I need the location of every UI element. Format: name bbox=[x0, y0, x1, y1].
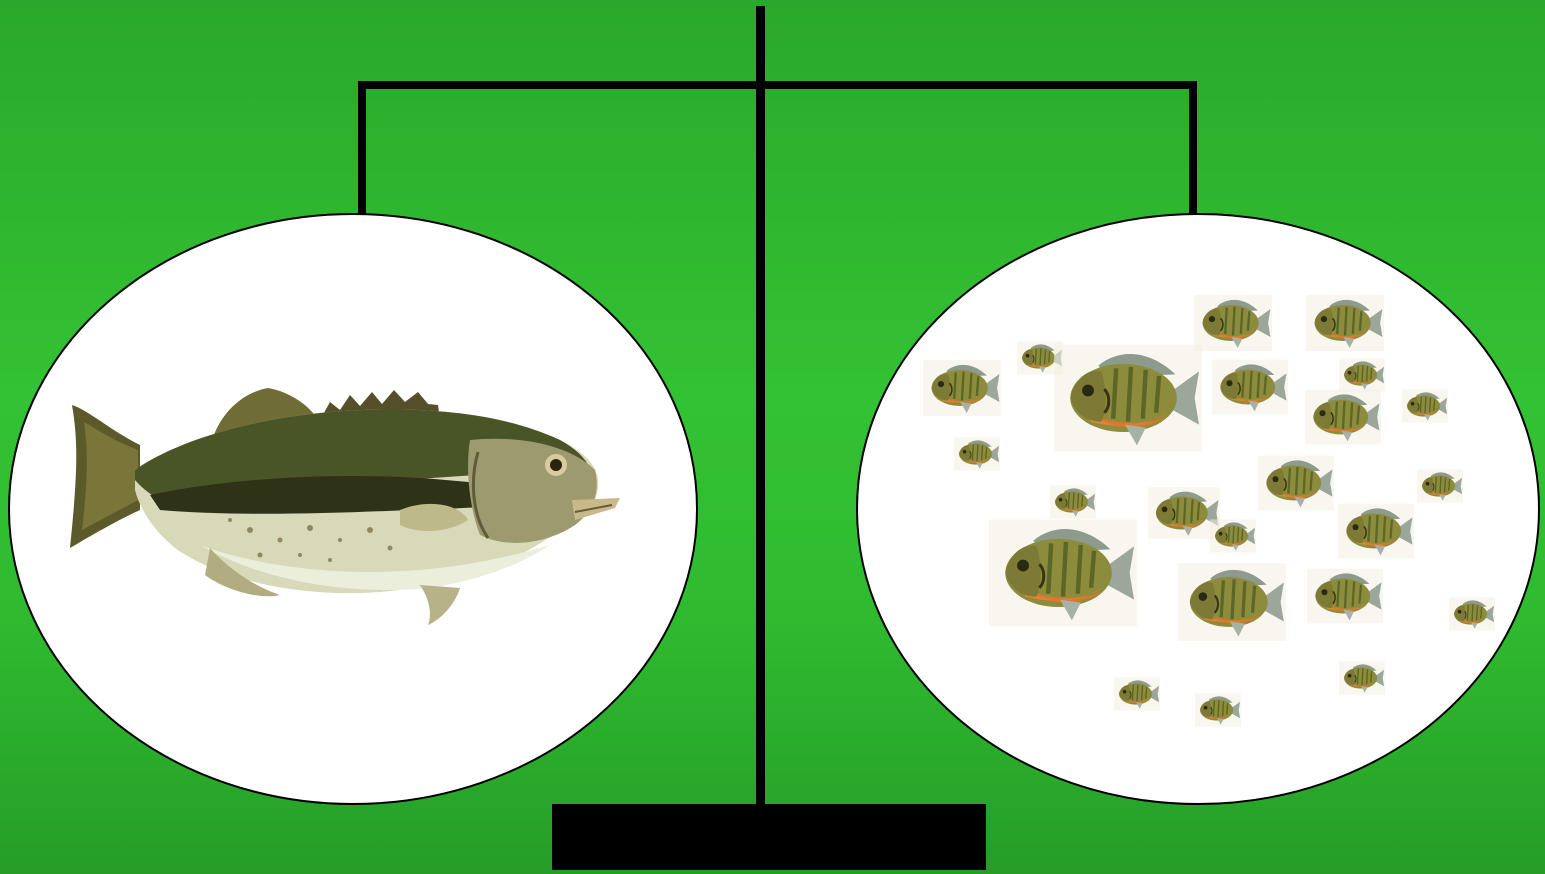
right-hanger bbox=[1189, 81, 1197, 216]
bluegill-fish bbox=[1194, 295, 1272, 351]
scale-base bbox=[552, 804, 986, 870]
bluegill-fish bbox=[954, 437, 1000, 470]
bluegill-fish bbox=[1402, 389, 1448, 422]
left-hanger bbox=[358, 81, 366, 216]
bluegill-fish bbox=[1307, 569, 1383, 624]
scale-center-post bbox=[756, 6, 765, 806]
bluegill-fish bbox=[1306, 295, 1384, 351]
bluegill-fish bbox=[989, 520, 1137, 627]
bluegill-fish bbox=[1338, 504, 1414, 559]
bluegill-fish bbox=[1339, 661, 1385, 694]
bluegill-fish bbox=[1210, 519, 1256, 552]
bluegill-fish bbox=[1054, 345, 1202, 452]
bluegill-fish bbox=[1114, 677, 1160, 710]
bluegill-fish bbox=[1449, 597, 1495, 630]
bluegill-fish bbox=[1050, 485, 1096, 518]
bluegill-fish bbox=[1178, 563, 1286, 641]
bluegill-fish bbox=[1212, 360, 1288, 415]
bluegill-fish bbox=[923, 360, 1001, 416]
bluegill-fish bbox=[1305, 390, 1381, 445]
bluegill-fish bbox=[1148, 487, 1220, 539]
bluegill-fish bbox=[1417, 469, 1463, 502]
bluegill-fish bbox=[1258, 456, 1334, 511]
scale-crossbar bbox=[360, 81, 1195, 89]
bluegill-fish bbox=[1195, 693, 1241, 726]
bluegill-fish bbox=[1339, 358, 1385, 391]
